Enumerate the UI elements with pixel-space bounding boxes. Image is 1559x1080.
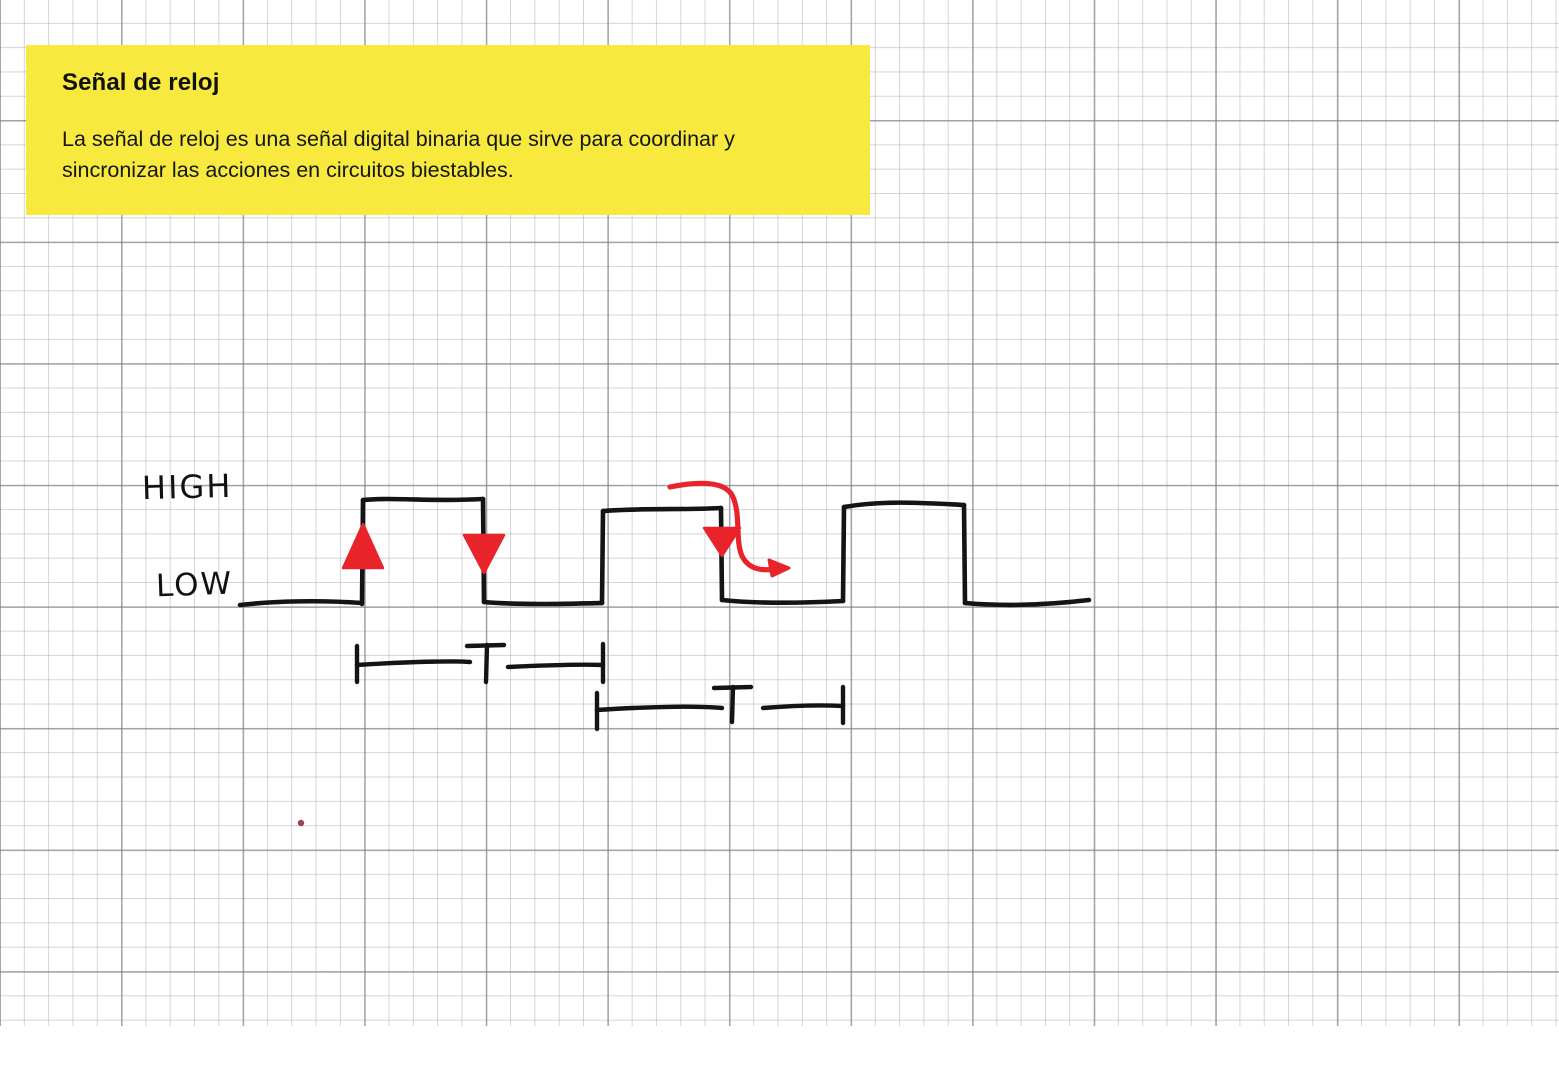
note-card[interactable]: Señal de reloj La señal de reloj es una …: [26, 45, 870, 215]
label-low: LOW: [155, 565, 234, 605]
note-title: Señal de reloj: [62, 69, 220, 96]
label-high: HIGH: [141, 466, 233, 508]
note-body: La señal de reloj es una señal digital b…: [62, 126, 735, 182]
